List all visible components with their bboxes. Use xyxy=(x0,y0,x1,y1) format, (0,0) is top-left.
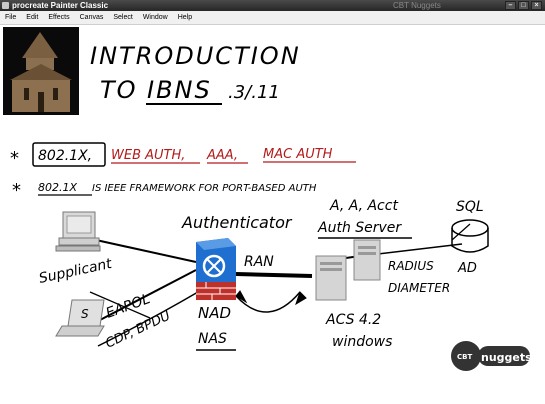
menu-select[interactable]: Select xyxy=(113,14,133,21)
dot1x-box xyxy=(32,142,106,167)
menu-help[interactable]: Help xyxy=(177,14,193,21)
ran-label: RAN xyxy=(244,254,274,270)
nas-label: NAS xyxy=(198,331,227,347)
bullet-1-802-1x: 802.1X, xyxy=(38,148,92,164)
bullet-1-aaa: AAA, xyxy=(206,148,238,163)
connection-lines xyxy=(89,223,471,347)
sql-label: SQL xyxy=(456,199,484,215)
menu-bar: File Edit Effects Canvas Select Window H… xyxy=(0,11,545,25)
maximize-icon[interactable]: □ xyxy=(518,1,529,10)
slide-title-line1: INTRODUCTION xyxy=(90,42,301,70)
nad-label: NAD xyxy=(198,304,231,322)
bullet-2-marker: * xyxy=(12,180,21,201)
logo-cbt-text: CBT xyxy=(457,353,472,361)
logo-nuggets-text: nuggets xyxy=(481,351,532,364)
bullet-1-marker: * xyxy=(10,148,19,169)
watermark-text: CBT Nuggets xyxy=(393,1,441,10)
slide-title-to: TO xyxy=(100,76,138,104)
diameter-label: DIAMETER xyxy=(388,281,450,295)
acs-server-icons xyxy=(315,239,381,301)
bullet-2-text: IS IEEE FRAMEWORK FOR PORT-BASED AUTH xyxy=(92,183,317,194)
window-title: procreate Painter Classic xyxy=(12,1,109,10)
slide-title-ibns: IBNS xyxy=(147,76,212,104)
aaa-acct-label: A, A, Acct xyxy=(329,198,398,214)
drawing-canvas[interactable]: INTRODUCTION TO IBNS .3/.11 * 802.1X, WE… xyxy=(0,24,545,404)
menu-effects[interactable]: Effects xyxy=(48,14,70,21)
windows-label: windows xyxy=(332,334,392,350)
auth-server-label: Auth Server xyxy=(317,220,402,236)
bullet-2-802-1x: 802.1X xyxy=(38,181,77,194)
menu-window[interactable]: Window xyxy=(142,14,168,21)
supplicant-label: Supplicant xyxy=(38,256,114,287)
minimize-icon[interactable]: – xyxy=(505,1,516,10)
supplicant-pc-icon xyxy=(55,211,101,252)
church-thumbnail xyxy=(3,27,79,115)
authenticator-label: Authenticator xyxy=(181,213,293,232)
laptop-icon xyxy=(55,299,105,337)
menu-file[interactable]: File xyxy=(5,14,17,21)
acs-label: ACS 4.2 xyxy=(325,312,381,328)
window-controls: – □ × xyxy=(505,1,542,10)
slide-svg: INTRODUCTION TO IBNS .3/.11 * 802.1X, WE… xyxy=(3,27,532,371)
eapol-label: EAPOL xyxy=(104,291,152,322)
switch-firewall-icon xyxy=(196,238,236,300)
menu-canvas[interactable]: Canvas xyxy=(79,14,104,21)
bullet-1-mac-auth: MAC AUTH xyxy=(263,147,333,162)
slide-title-version: .3/.11 xyxy=(228,82,280,103)
laptop-label: S xyxy=(81,307,89,321)
app-icon xyxy=(2,2,9,9)
radius-label: RADIUS xyxy=(388,259,434,273)
ad-label: AD xyxy=(457,261,477,276)
close-icon[interactable]: × xyxy=(531,1,542,10)
menu-edit[interactable]: Edit xyxy=(26,14,39,21)
title-bar: procreate Painter Classic CBT Nuggets – … xyxy=(0,0,545,11)
sql-database-icon xyxy=(451,219,489,253)
cbt-nuggets-logo: CBT nuggets xyxy=(451,341,532,371)
bullet-1-web-auth: WEB AUTH, xyxy=(111,148,185,163)
